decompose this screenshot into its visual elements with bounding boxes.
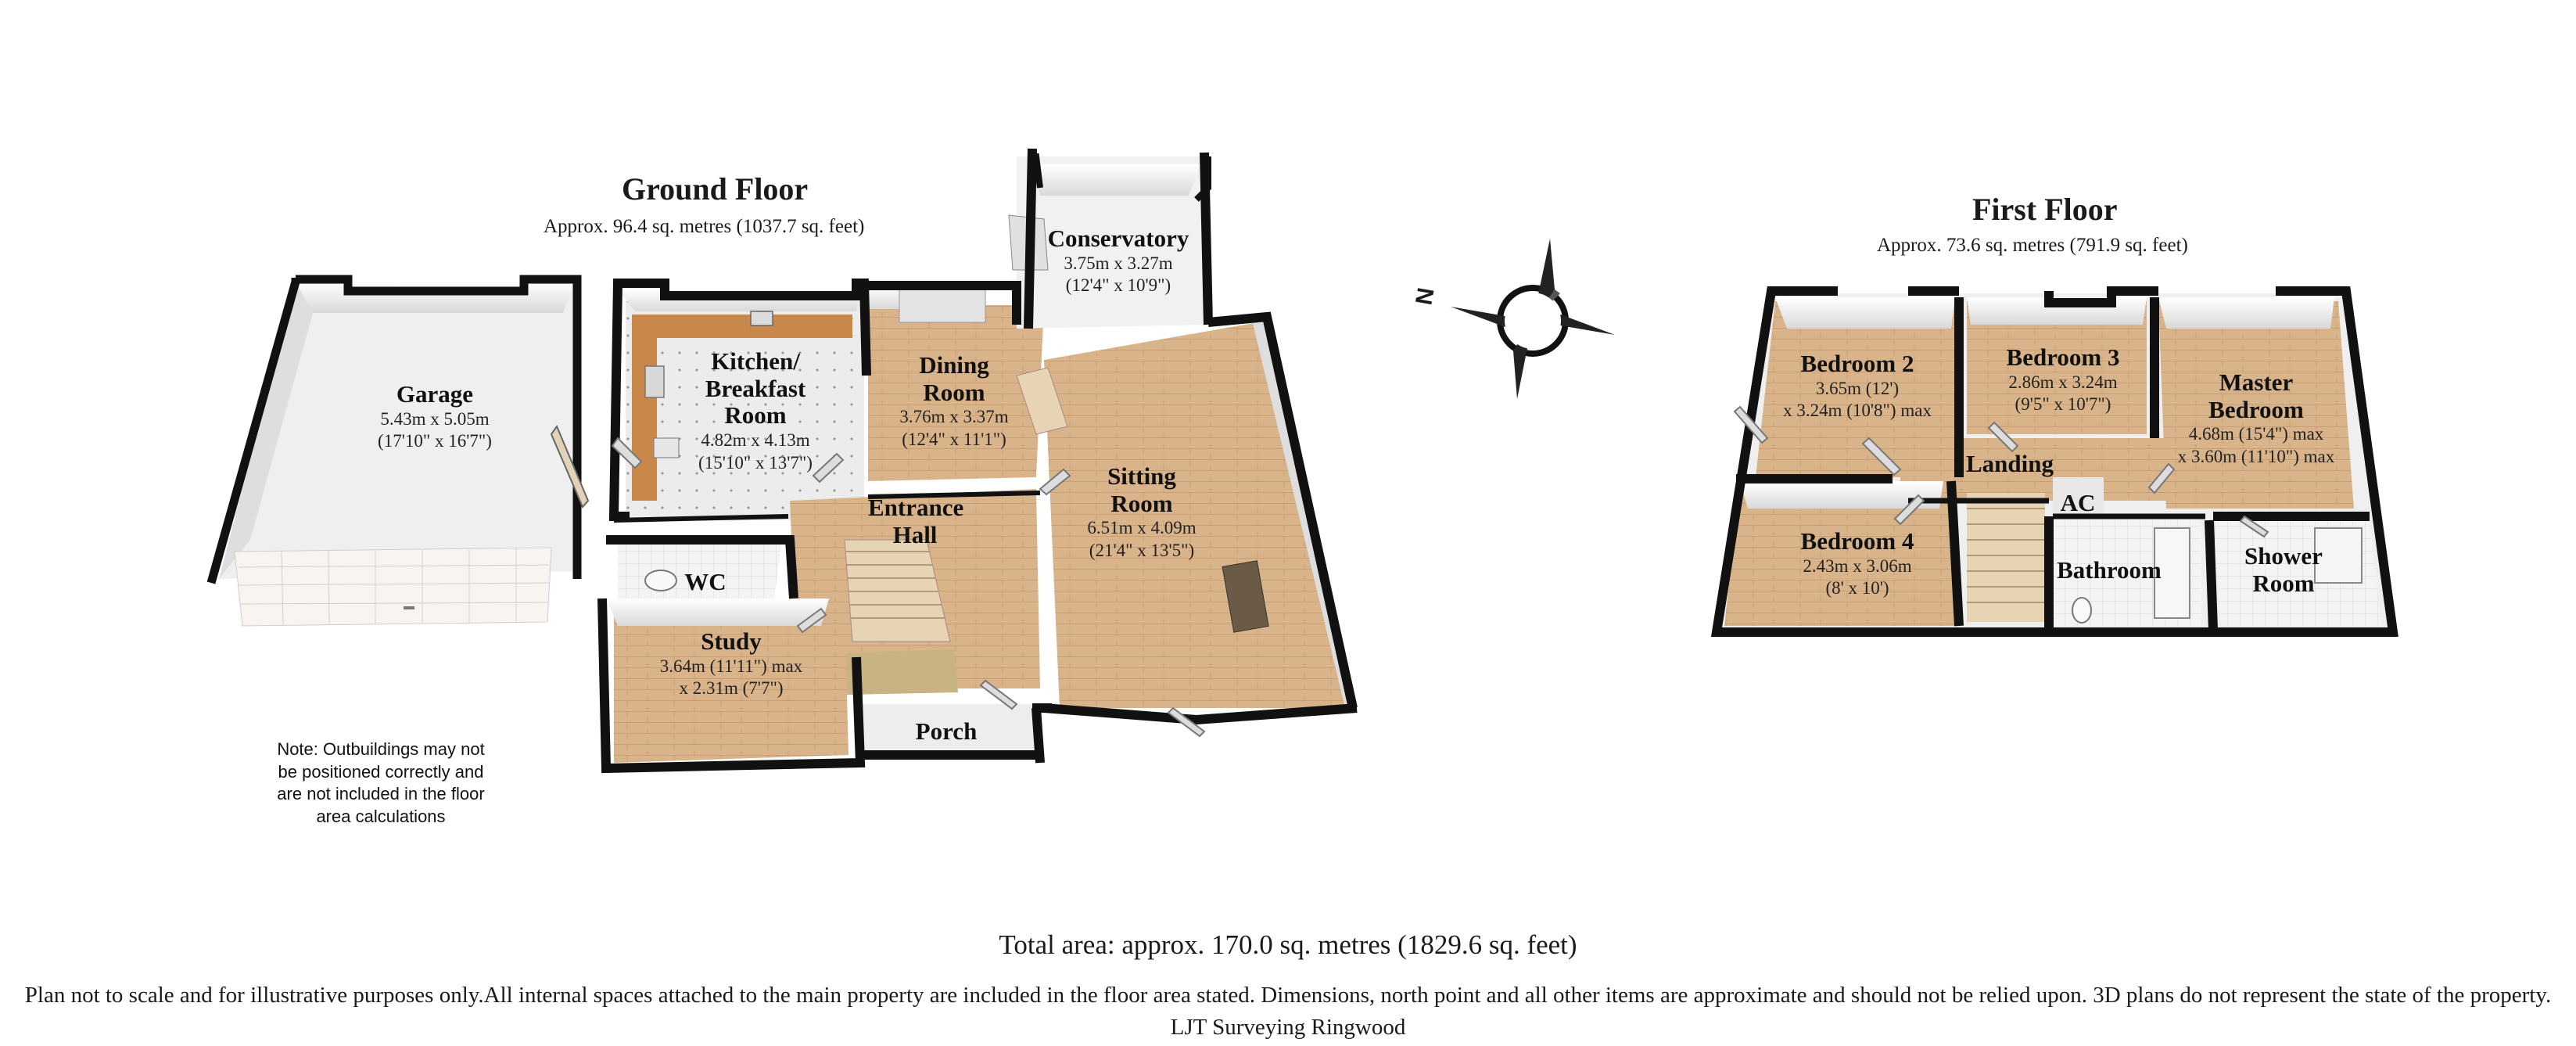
room-name: Sitting Room (1107, 462, 1176, 517)
room-wc: WC (682, 568, 729, 596)
room-name: Garage (396, 380, 474, 408)
room-dimension: x 3.60m (11'10") max (2177, 447, 2335, 467)
room-name: Study (701, 627, 762, 655)
room-dimension: 2.86m x 3.24m (2008, 372, 2118, 392)
room-name: Conservatory (1047, 225, 1189, 252)
room-name: Master Bedroom (2208, 368, 2304, 423)
room-conservatory: Conservatory 3.75m x 3.27m (12'4" x 10'9… (1040, 225, 1197, 297)
room-dimension: 6.51m x 4.09m (1087, 518, 1197, 538)
ground-floor-area: Approx. 96.4 sq. metres (1037.7 sq. feet… (544, 216, 865, 237)
room-name: Bathroom (2057, 556, 2162, 584)
ground-floor-house (597, 148, 1358, 774)
room-bedroom-2: Bedroom 2 3.65m (12') x 3.24m (10'8") ma… (1775, 350, 1939, 422)
room-dimension: 3.65m (12') (1815, 378, 1900, 398)
room-name: Bedroom 2 (1800, 350, 1914, 377)
room-dimension: 3.64m (11'11") max (659, 656, 803, 676)
room-dimension: (8' x 10') (1825, 578, 1889, 598)
room-name: Bedroom 3 (2006, 343, 2120, 371)
room-study: Study 3.64m (11'11") max x 2.31m (7'7") (641, 627, 821, 700)
room-kitchen: Kitchen/ Breakfast Room 4.82m x 4.13m (1… (677, 347, 834, 475)
room-dining: Dining Room 3.76m x 3.37m (12'4" x 11'1"… (884, 351, 1024, 451)
disclaimer: Plan not to scale and for illustrative p… (24, 983, 2552, 1041)
room-dimension: (12'4" x 11'1") (902, 430, 1006, 450)
room-sitting: Sitting Room 6.51m x 4.09m (21'4" x 13'5… (1071, 462, 1212, 563)
room-name: AC (2060, 489, 2096, 516)
room-name: Kitchen/ Breakfast Room (705, 347, 806, 430)
compass-north-icon (1451, 239, 1615, 399)
room-dimension: 2.43m x 3.06m (1803, 555, 1912, 576)
total-area: Total area: approx. 170.0 sq. metres (18… (999, 929, 1577, 960)
room-name: Shower Room (2244, 542, 2323, 597)
room-name: Landing (1965, 450, 2054, 477)
room-dimension: 3.75m x 3.27m (1064, 253, 1173, 273)
room-dimension: 4.68m (15'4") max (2188, 424, 2324, 444)
room-dimension: x 2.31m (7'7") (679, 678, 784, 699)
ground-floor-title: Ground Floor (622, 171, 809, 207)
room-master-bedroom: Master Bedroom 4.68m (15'4") max x 3.60m… (2170, 368, 2342, 469)
room-ac: AC (2054, 489, 2101, 517)
room-dimension: 5.43m x 5.05m (380, 408, 490, 429)
room-dimension: (17'10" x 16'7") (378, 431, 492, 451)
ground-floor-plan (206, 148, 1358, 774)
room-dimension: x 3.24m (10'8") max (1783, 401, 1932, 421)
room-name: Bedroom 4 (1800, 527, 1914, 555)
stairs (843, 367, 1068, 695)
room-garage: Garage 5.43m x 5.05m (17'10" x 16'7") (372, 380, 497, 453)
room-dimension: 3.76m x 3.37m (899, 407, 1009, 427)
room-dimension: (15'10" x 13'7") (698, 452, 813, 473)
room-entrance-hall: Entrance Hall (868, 494, 964, 548)
garage-room (206, 275, 590, 627)
room-shower: Shower Room (2233, 542, 2334, 597)
first-floor-area: Approx. 73.6 sq. metres (791.9 sq. feet) (1877, 235, 2188, 256)
room-dimension: (21'4" x 13'5") (1089, 541, 1195, 561)
room-name: Porch (915, 717, 978, 745)
room-name: WC (684, 568, 727, 595)
room-landing: Landing (1963, 450, 2057, 478)
room-bathroom: Bathroom (2050, 556, 2168, 584)
first-floor-plan (1710, 286, 2398, 637)
outbuildings-note: Note: Outbuildings may not be positioned… (277, 739, 485, 826)
room-dimension: 4.82m x 4.13m (701, 430, 810, 451)
room-bedroom-3: Bedroom 3 2.86m x 3.24m (9'5" x 10'7") (1993, 343, 2133, 416)
room-name: Dining Room (919, 351, 989, 406)
room-dimension: (12'4" x 10'9") (1065, 275, 1171, 296)
room-dimension: (9'5" x 10'7") (2015, 394, 2111, 415)
first-floor-title: First Floor (1972, 192, 2118, 227)
room-porch: Porch (899, 717, 993, 746)
room-bedroom-4: Bedroom 4 2.43m x 3.06m (8' x 10') (1787, 527, 1928, 600)
room-name: Entrance Hall (868, 494, 964, 548)
